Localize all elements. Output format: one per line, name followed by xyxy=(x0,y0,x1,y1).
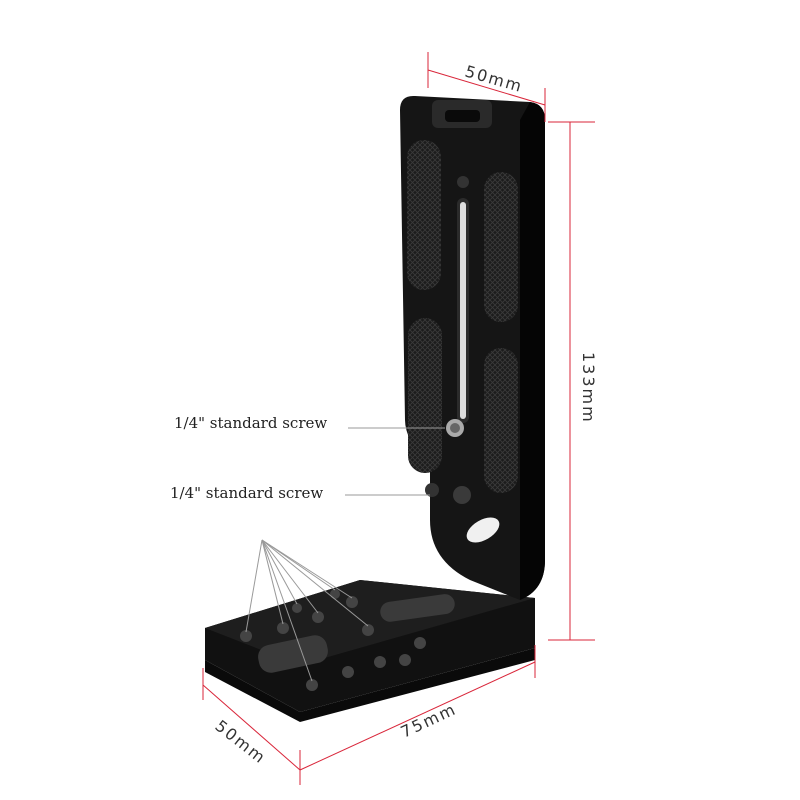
dimension-lines xyxy=(202,52,595,785)
dim-height: 133mm xyxy=(579,352,598,424)
grip-pad xyxy=(408,318,442,473)
screw-label-upper: 1/4" standard screw xyxy=(174,414,327,432)
vertical-plate-edge xyxy=(520,102,545,600)
leader-lines xyxy=(245,427,445,682)
base-holes xyxy=(240,589,426,691)
grip-pad xyxy=(407,140,441,290)
dim-top-width: 50mm xyxy=(463,62,525,97)
base-plate-edge xyxy=(205,660,300,722)
grip-pad xyxy=(484,172,518,322)
top-hole xyxy=(457,176,469,188)
cutout xyxy=(466,517,500,543)
l-bracket-product xyxy=(205,95,545,722)
plate-hole xyxy=(425,483,439,497)
screw-label-lower: 1/4" standard screw xyxy=(170,484,323,502)
base-plate-edge xyxy=(300,648,535,722)
grip-pad xyxy=(484,348,518,493)
dim-base-depth: 50mm xyxy=(212,716,271,768)
screw-lower-hole xyxy=(453,486,471,504)
dim-base-length: 75mm xyxy=(398,699,460,741)
base-slot xyxy=(380,594,455,622)
base-slot xyxy=(258,635,328,673)
